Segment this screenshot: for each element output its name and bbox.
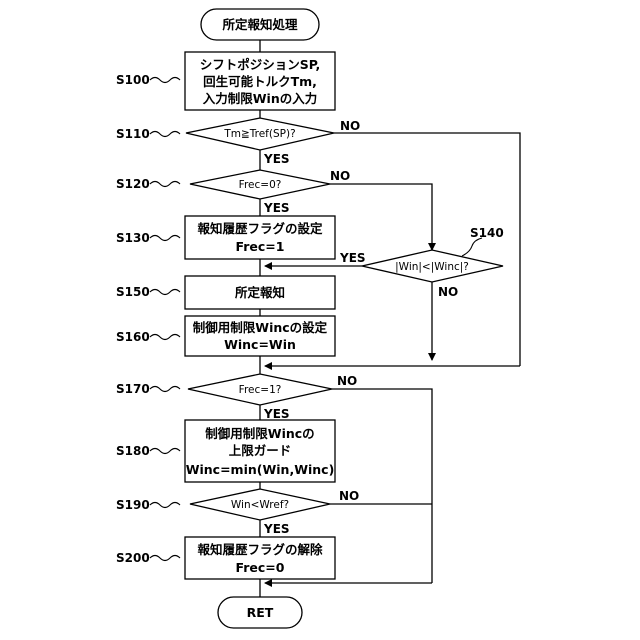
step-label: S140 (470, 226, 504, 240)
step-s190: S190 Win<Wref? NO YES (116, 489, 359, 536)
process-text-line: 回生可能トルクTm, (203, 74, 317, 89)
connector-s170-no (332, 389, 432, 583)
step-label: S190 (116, 498, 150, 512)
end-terminal: RET (218, 597, 302, 628)
process-text-line: Winc=Win (224, 337, 296, 352)
step-leader (150, 556, 180, 561)
step-label: S130 (116, 231, 150, 245)
step-s200: S200 報知履歴フラグの解除 Frec=0 (116, 537, 335, 579)
step-leader (150, 78, 180, 83)
step-label: S200 (116, 551, 150, 565)
branch-no-label: NO (339, 489, 359, 503)
decision-text: Frec=1? (239, 384, 282, 396)
decision-text: Tm≧Tref(SP)? (223, 128, 295, 140)
step-label: S160 (116, 330, 150, 344)
step-s110: S110 Tm≧Tref(SP)? NO YES (116, 118, 360, 166)
step-s100: S100 シフトポジションSP, 回生可能トルクTm, 入力制限Winの入力 (116, 52, 335, 110)
step-leader (150, 335, 180, 340)
step-leader (150, 182, 180, 187)
process-text-line: Frec=1 (236, 239, 285, 254)
connector-s120-no (330, 184, 432, 250)
process-text-line: 入力制限Winの入力 (203, 91, 317, 106)
branch-yes-label: YES (263, 152, 290, 166)
branch-yes-label: YES (263, 522, 290, 536)
connector-s110-no (334, 133, 520, 366)
process-text-line: シフトポジションSP, (200, 57, 321, 72)
branch-yes-label: YES (263, 407, 290, 421)
step-s140: S140 |Win|<|Winc|? YES NO (339, 226, 504, 299)
decision-text: Win<Wref? (231, 499, 289, 511)
process-text-line: 上限ガード (229, 443, 292, 458)
step-label: S110 (116, 127, 150, 141)
step-leader (462, 238, 482, 256)
step-label: S180 (116, 444, 150, 458)
step-label: S170 (116, 382, 150, 396)
branch-yes-label: YES (339, 251, 366, 265)
end-label: RET (247, 605, 274, 620)
start-terminal: 所定報知処理 (201, 9, 319, 40)
step-s160: S160 制御用制限Wincの設定 Winc=Win (116, 316, 335, 356)
process-text-line: 報知履歴フラグの解除 (197, 542, 323, 557)
step-leader (150, 132, 180, 137)
process-text-line: 報知履歴フラグの設定 (197, 221, 323, 236)
branch-yes-label: YES (263, 201, 290, 215)
step-s180: S180 制御用制限Wincの 上限ガード Winc=min(Win,Winc) (116, 420, 335, 482)
step-leader (150, 503, 180, 508)
process-text-line: Frec=0 (236, 560, 285, 575)
process-text-line: 所定報知 (235, 285, 285, 300)
step-leader (150, 290, 180, 295)
branch-no-label: NO (337, 374, 357, 388)
decision-text: Frec=0? (239, 179, 282, 191)
step-label: S150 (116, 285, 150, 299)
start-label: 所定報知処理 (222, 17, 298, 32)
process-text-line: Winc=min(Win,Winc) (186, 462, 335, 477)
step-s130: S130 報知履歴フラグの設定 Frec=1 (116, 216, 335, 259)
step-s170: S170 Frec=1? NO YES (116, 374, 357, 421)
process-text-line: 制御用制限Wincの (205, 426, 314, 441)
step-s120: S120 Frec=0? NO YES (116, 169, 350, 215)
decision-text: |Win|<|Winc|? (395, 261, 469, 273)
branch-no-label: NO (340, 119, 360, 133)
step-leader (150, 449, 180, 454)
step-label: S100 (116, 73, 150, 87)
step-leader (150, 236, 180, 241)
branch-no-label: NO (330, 169, 350, 183)
process-text-line: 制御用制限Wincの設定 (193, 320, 328, 335)
step-label: S120 (116, 177, 150, 191)
branch-no-label: NO (438, 285, 458, 299)
step-s150: S150 所定報知 (116, 276, 335, 309)
step-leader (150, 387, 180, 392)
